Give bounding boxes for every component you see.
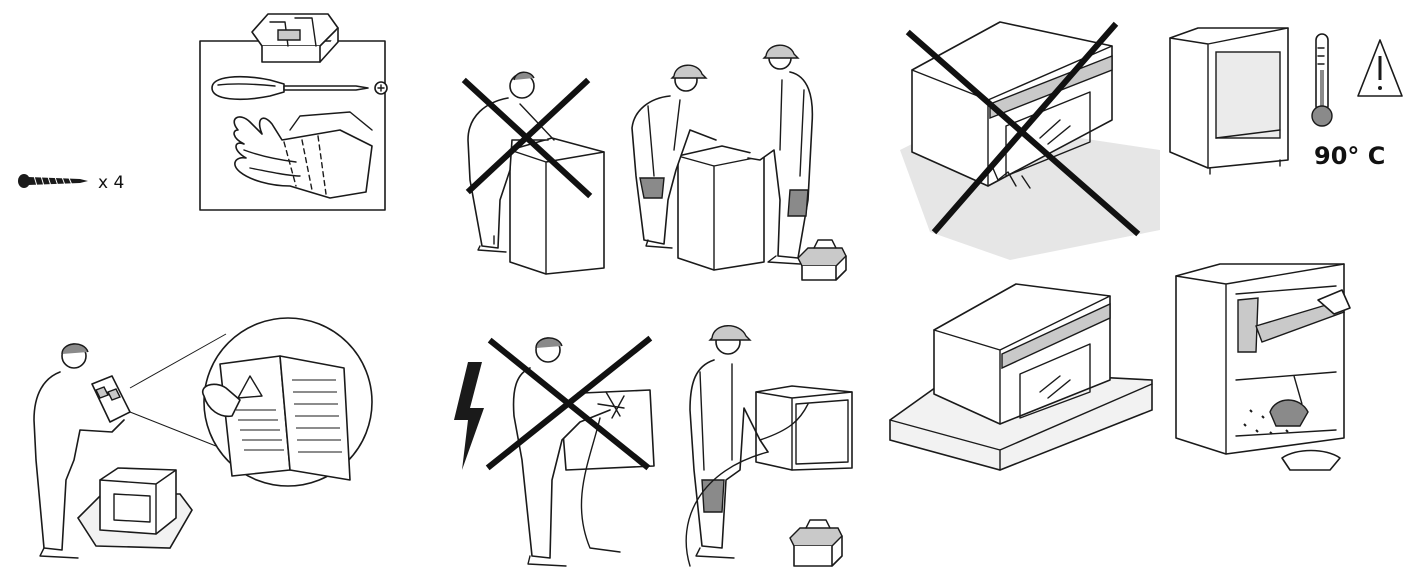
screwdriver-icon	[211, 75, 388, 101]
toolbox-icon	[789, 519, 843, 567]
tools-panel	[199, 13, 388, 211]
screw-quantity-label: x 4	[98, 173, 125, 193]
small-oven-figure	[76, 467, 193, 549]
wrong-oven-placement	[900, 21, 1160, 260]
correct-oven-placement	[889, 283, 1153, 471]
cross-mark-icon	[905, 21, 1141, 237]
magnified-manual	[201, 317, 373, 487]
cabinet-figure	[1169, 27, 1289, 175]
toolbox-icon	[797, 239, 847, 281]
thermometer-icon	[1311, 33, 1333, 127]
temperature-label: 90° C	[1314, 142, 1386, 170]
reading-manual-figure	[33, 333, 227, 559]
correct-lift-figure	[631, 44, 847, 281]
warning-triangle-icon	[1357, 39, 1403, 97]
toolbox-icon	[251, 13, 339, 63]
gloves-icon	[233, 111, 373, 199]
lightning-icon	[454, 362, 484, 470]
cross-mark-icon	[485, 335, 653, 471]
cross-mark-icon	[461, 77, 593, 199]
screw-icon	[18, 174, 88, 188]
correct-electrical-figure	[685, 325, 853, 567]
cleaning-cabinet-figure	[1175, 263, 1351, 471]
